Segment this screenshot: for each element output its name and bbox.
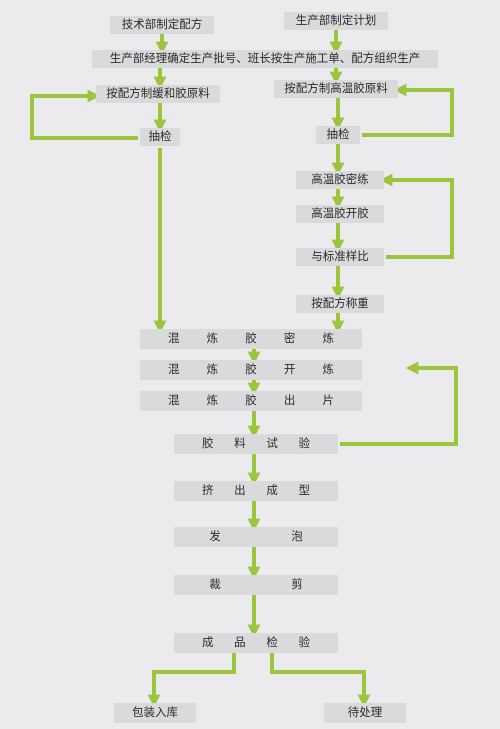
product-inspection-box: 成 品 检 验 <box>174 633 338 653</box>
production-plan-label: 生产部制定计划 <box>295 13 377 28</box>
mixing-char-5: 炼 <box>322 331 335 346</box>
extrusion-char-1: 挤 <box>202 483 214 498</box>
arrow-inspection-to-package <box>147 653 236 708</box>
mixing-char-1: 混 <box>168 331 180 346</box>
tech-formula-label: 技术部制定配方 <box>121 17 203 32</box>
inspection-char-3: 检 <box>266 635 278 650</box>
inspection-char-2: 品 <box>234 635 246 650</box>
arrow-check-left-loop <box>30 89 138 140</box>
cutting-char-1: 裁 <box>209 577 221 592</box>
test-char-1: 胶 <box>202 436 214 451</box>
cutting-box: 裁 剪 <box>174 575 338 595</box>
sample-check-right-box: 抽检 <box>316 126 360 144</box>
mixing-char-3: 胶 <box>245 331 257 346</box>
arrow-test-loop <box>340 361 458 446</box>
compare-standard-box: 与标准样比 <box>296 248 384 266</box>
pending-box: 待处理 <box>324 703 406 723</box>
output-char-5: 片 <box>322 393 335 408</box>
compare-standard-label: 与标准样比 <box>311 249 369 264</box>
weigh-formula-label: 按配方称重 <box>311 296 369 311</box>
test-char-2: 料 <box>234 436 246 451</box>
test-char-4: 验 <box>298 436 310 451</box>
manager-confirm-label: 生产部经理确定生产批号、班长按生产施工单、配方组织生产 <box>109 51 421 66</box>
package-storage-box: 包装入库 <box>114 703 196 723</box>
foaming-char-1: 发 <box>209 529 221 544</box>
sample-check-left-label: 抽检 <box>148 129 172 144</box>
extrusion-char-3: 成 <box>266 483 278 498</box>
cutting-char-2: 剪 <box>291 577 303 592</box>
mixing-char-2: 炼 <box>206 331 219 346</box>
open-char-2: 炼 <box>206 362 219 377</box>
inspection-char-4: 验 <box>298 635 310 650</box>
output-char-1: 混 <box>168 393 180 408</box>
high-temp-rubber-label: 按配方制高温胶原料 <box>284 81 388 96</box>
tech-formula-box: 技术部制定配方 <box>110 16 214 34</box>
sample-check-right-label: 抽检 <box>326 127 350 142</box>
open-char-1: 混 <box>168 362 180 377</box>
extrusion-char-2: 出 <box>234 483 246 498</box>
manager-confirm-box: 生产部经理确定生产批号、班长按生产施工单、配方组织生产 <box>92 50 438 68</box>
buffer-rubber-label: 按配方制缓和胶原料 <box>106 86 210 101</box>
extrusion-char-4: 型 <box>298 483 310 498</box>
buffer-rubber-box: 按配方制缓和胶原料 <box>96 85 220 103</box>
inspection-char-1: 成 <box>202 635 214 650</box>
high-temp-mixing-label: 高温胶密练 <box>311 172 369 187</box>
high-temp-sheeting-box: 高温胶开胶 <box>296 205 384 223</box>
arrow-check-right-loop <box>362 83 454 137</box>
output-char-4: 出 <box>283 393 296 408</box>
rubber-test-box: 胶 料 试 验 <box>174 434 338 454</box>
weigh-formula-box: 按配方称重 <box>296 295 384 313</box>
foaming-char-2: 泡 <box>291 529 303 544</box>
mixing-char-4: 密 <box>283 331 296 346</box>
open-char-5: 炼 <box>322 362 335 377</box>
test-char-3: 试 <box>266 436 278 451</box>
open-char-3: 胶 <box>245 362 257 377</box>
package-storage-label: 包装入库 <box>132 705 178 720</box>
open-char-4: 开 <box>283 362 296 377</box>
high-temp-rubber-box: 按配方制高温胶原料 <box>274 80 398 98</box>
mixed-rubber-mixing-box: 混 炼 胶 密 炼 <box>140 329 362 349</box>
production-plan-box: 生产部制定计划 <box>284 12 388 30</box>
high-temp-sheeting-label: 高温胶开胶 <box>311 206 369 221</box>
sample-check-left-box: 抽检 <box>140 128 180 146</box>
pending-label: 待处理 <box>347 705 383 720</box>
foaming-box: 发 泡 <box>174 527 338 547</box>
mixed-rubber-output-box: 混 炼 胶 出 片 <box>140 391 362 411</box>
arrow-inspection-to-pending <box>270 653 371 708</box>
output-char-2: 炼 <box>206 393 219 408</box>
extrusion-box: 挤 出 成 型 <box>174 481 338 501</box>
high-temp-mixing-box: 高温胶密练 <box>296 171 384 189</box>
arrow-compare-loop <box>379 173 454 259</box>
output-char-3: 胶 <box>245 393 257 408</box>
mixed-rubber-open-box: 混 炼 胶 开 炼 <box>140 360 362 380</box>
